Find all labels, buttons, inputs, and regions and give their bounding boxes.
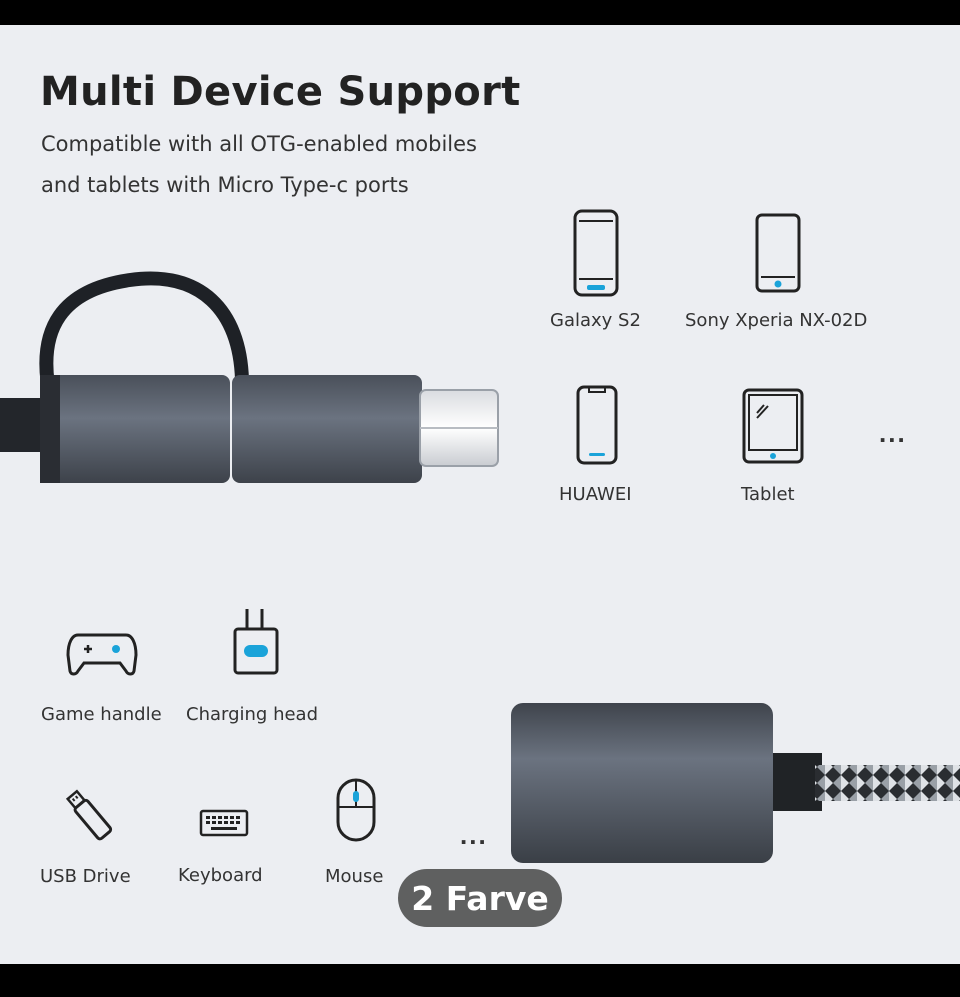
more-accessories-ellipsis: ...	[460, 820, 488, 850]
type-c-micro-adapter-image	[0, 271, 499, 483]
charger-icon	[233, 609, 279, 675]
phone-icon	[755, 213, 801, 293]
device-label-tablet: Tablet	[741, 484, 795, 505]
usb-otg-adapter-image	[511, 703, 960, 863]
color-variant-badge[interactable]: 2 Farve	[398, 869, 562, 927]
gamepad-icon	[66, 633, 138, 676]
subtitle-line-2: and tablets with Micro Type-c ports	[41, 173, 409, 197]
accessory-label-mouse: Mouse	[325, 866, 384, 887]
usb-drive-icon	[65, 789, 113, 841]
product-image-panel: Multi Device Support Compatible with all…	[0, 25, 960, 964]
phone-icon	[573, 209, 619, 297]
accessory-label-charging-head: Charging head	[186, 704, 319, 725]
accessory-label-game-handle: Game handle	[41, 704, 162, 725]
accessory-label-usb-drive: USB Drive	[40, 866, 131, 887]
accessory-label-keyboard: Keyboard	[178, 865, 263, 886]
subtitle-line-1: Compatible with all OTG-enabled mobiles	[41, 132, 477, 156]
phone-icon	[576, 385, 618, 465]
keyboard-icon	[199, 809, 249, 837]
tablet-icon	[742, 388, 804, 464]
mouse-icon	[336, 778, 376, 842]
device-label-sony-xperia: Sony Xperia NX-02D	[685, 310, 868, 331]
device-label-galaxy-s2: Galaxy S2	[550, 310, 641, 331]
device-label-huawei: HUAWEI	[559, 484, 632, 505]
more-devices-ellipsis: ...	[879, 418, 907, 448]
page-title: Multi Device Support	[40, 69, 521, 115]
